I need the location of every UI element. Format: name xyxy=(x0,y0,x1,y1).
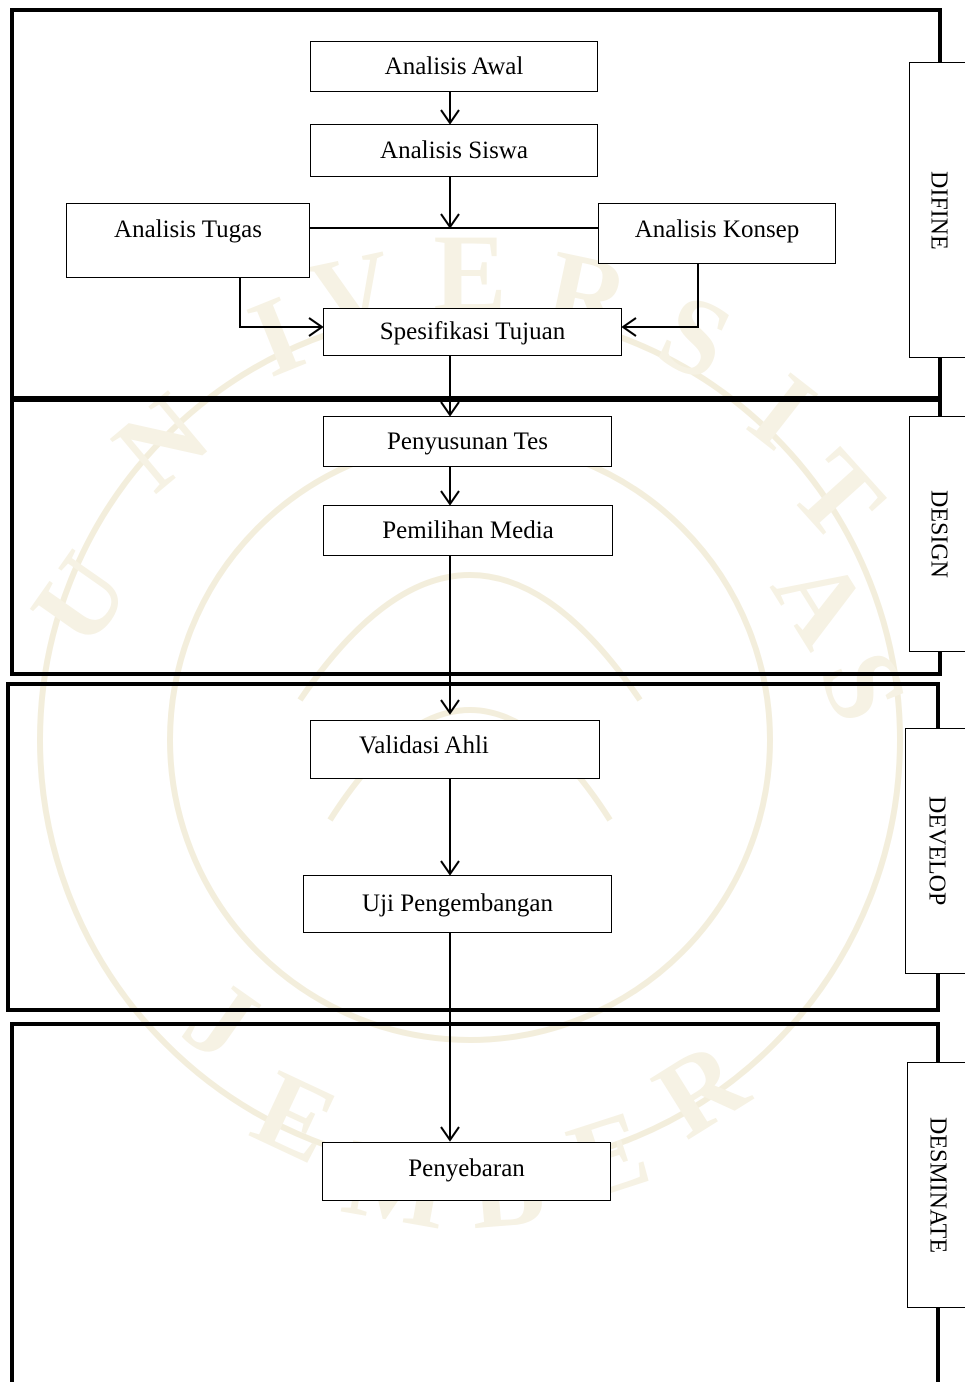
penyusunan-tes-label: Penyusunan Tes xyxy=(387,427,548,455)
design-phase-label: DESIGN xyxy=(909,416,965,652)
pemilihan-media-label: Pemilihan Media xyxy=(382,516,554,544)
spesifikasi-tujuan-label: Spesifikasi Tujuan xyxy=(379,318,566,345)
uji-pengembangan-box: Uji Pengembangan xyxy=(303,875,612,933)
validasi-ahli-box: Validasi Ahli xyxy=(310,720,600,779)
arrow-tugas-spesifikasi xyxy=(239,278,322,328)
uji-pengembangan-label: Uji Pengembangan xyxy=(362,890,553,917)
spesifikasi-tujuan-box: Spesifikasi Tujuan xyxy=(323,308,622,356)
analisis-tugas-box: Analisis Tugas xyxy=(66,203,310,278)
analisis-konsep-box: Analisis Konsep xyxy=(598,203,836,264)
analisis-siswa-box: Analisis Siswa xyxy=(310,124,598,177)
arrow-konsep-spesifikasi xyxy=(623,264,699,328)
arrowhead-tugas-spesifikasi xyxy=(308,317,324,337)
arrowhead-penyusunan-pemilihan xyxy=(440,490,460,506)
analisis-konsep-label: Analisis Konsep xyxy=(634,216,800,243)
penyebaran-label: Penyebaran xyxy=(408,1155,525,1182)
arrowhead-pemilihan-validasi xyxy=(440,699,460,715)
disseminate-phase-label: DESMINATE xyxy=(907,1062,965,1308)
pemilihan-media-box: Pemilihan Media xyxy=(323,505,613,556)
develop-phase-text: DEVELOP xyxy=(923,796,950,906)
define-phase-text: DIFINE xyxy=(925,170,952,250)
penyusunan-tes-box: Penyusunan Tes xyxy=(323,416,612,467)
penyebaran-box: Penyebaran xyxy=(322,1142,611,1201)
analisis-awal-label: Analisis Awal xyxy=(384,52,524,80)
arrowhead-uji-penyebaran xyxy=(440,1126,460,1142)
design-phase-text: DESIGN xyxy=(925,490,952,578)
develop-phase-label: DEVELOP xyxy=(905,728,965,974)
define-phase-label: DIFINE xyxy=(909,62,965,358)
analisis-tugas-label: Analisis Tugas xyxy=(114,216,262,243)
arrowhead-awal-siswa xyxy=(440,109,460,125)
analisis-awal-box: Analisis Awal xyxy=(310,41,598,92)
arrowhead-konsep-spesifikasi xyxy=(621,317,637,337)
analisis-siswa-label: Analisis Siswa xyxy=(380,136,528,164)
arrowhead-spesifikasi-penyusunan xyxy=(440,401,460,417)
arrowhead-validasi-uji xyxy=(440,860,460,876)
disseminate-phase-text: DESMINATE xyxy=(924,1117,951,1253)
validasi-ahli-label: Validasi Ahli xyxy=(359,732,489,759)
